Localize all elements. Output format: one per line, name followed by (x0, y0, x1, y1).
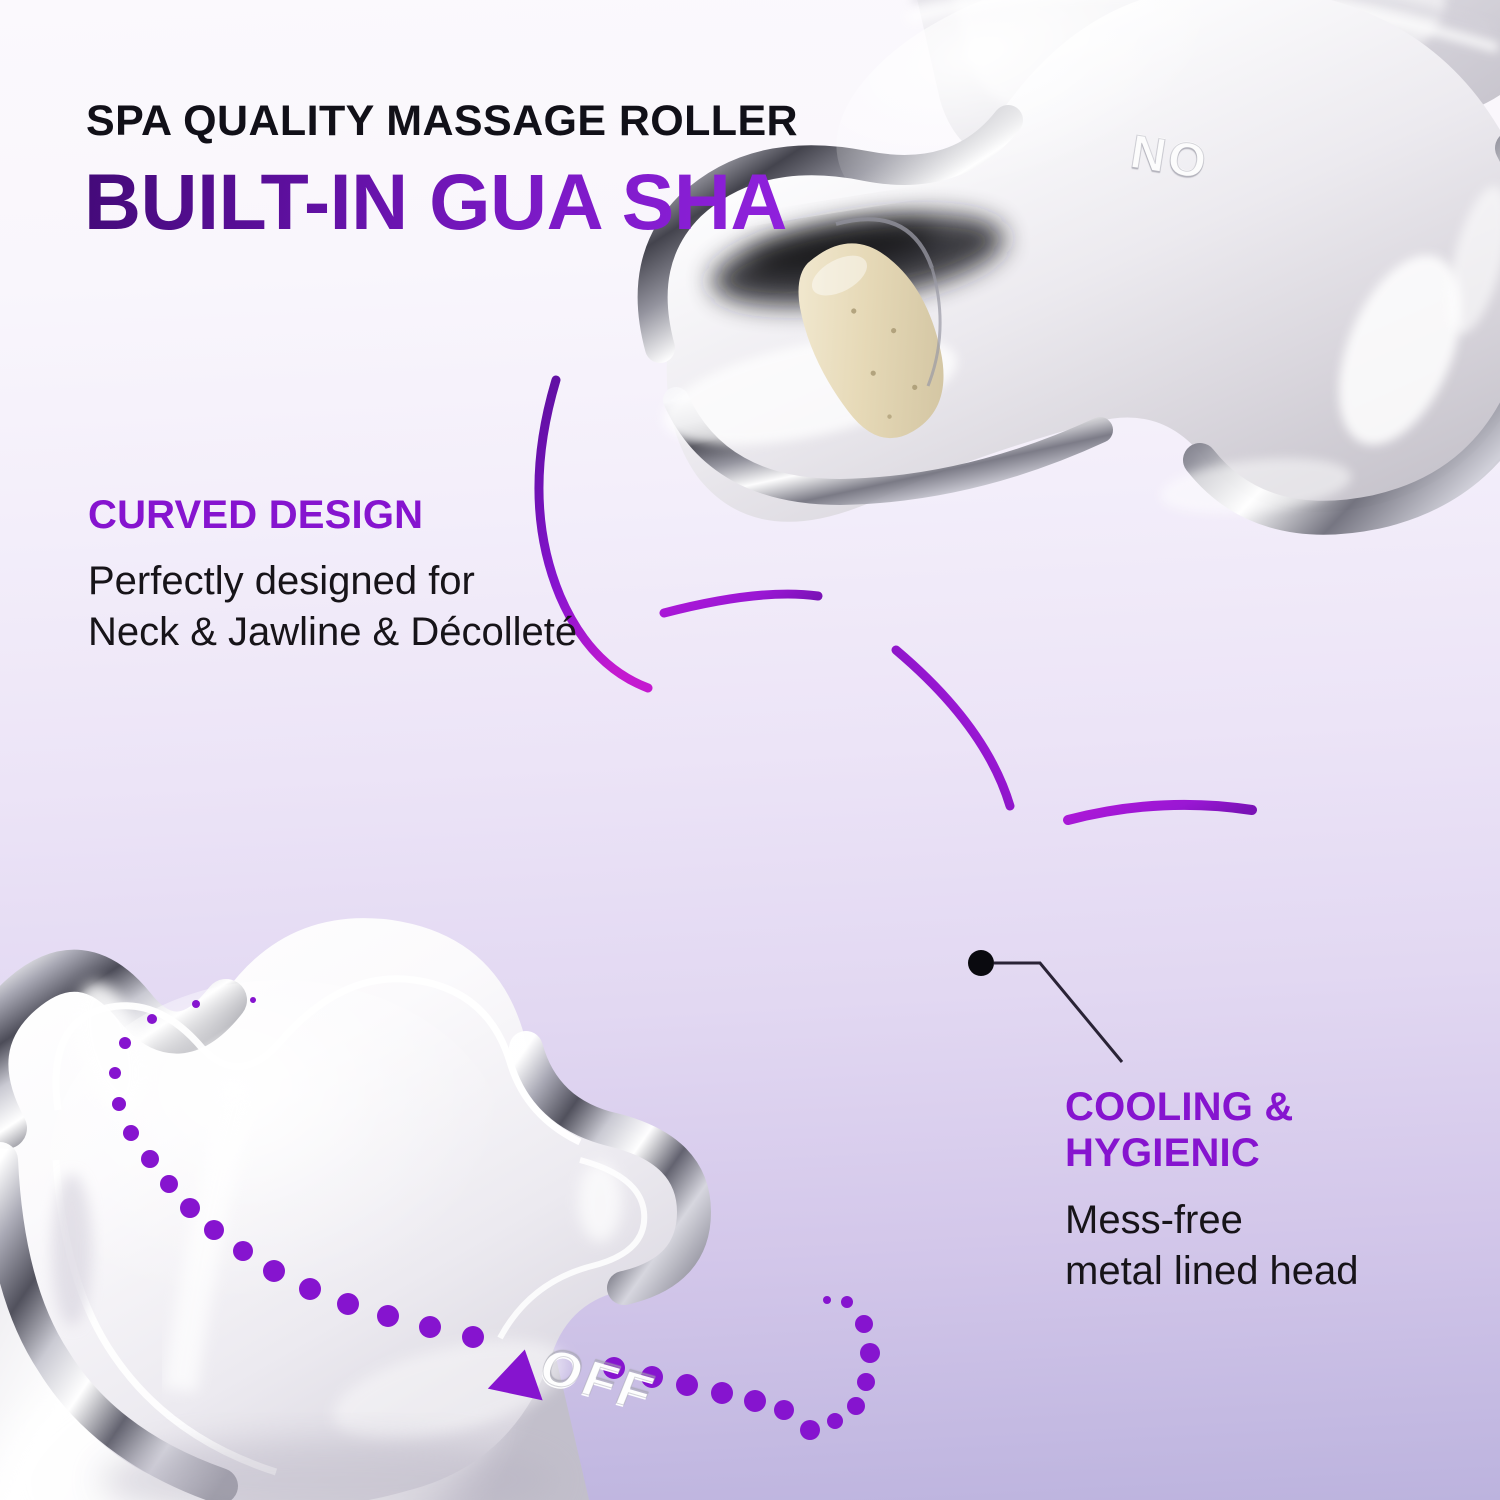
feature-cooling-hygienic: COOLING & HYGIENIC Mess-free metal lined… (1065, 1084, 1359, 1296)
bottom-device-illustration (0, 918, 712, 1500)
kicker-text: SPA QUALITY MASSAGE ROLLER (86, 97, 798, 145)
accent-arc-2 (659, 589, 823, 618)
feature-title: COOLING & HYGIENIC (1065, 1085, 1294, 1176)
callout-dot (968, 950, 994, 976)
page-title: BUILT-IN GUA SHA (84, 157, 787, 246)
feature-curved-design: CURVED DESIGN Perfectly designed for Nec… (88, 492, 577, 658)
accent-arc-4 (1063, 799, 1257, 825)
accent-arc-1 (534, 375, 653, 693)
dot-trail (109, 997, 880, 1440)
feature-title: CURVED DESIGN (88, 493, 424, 537)
callout-leader (994, 961, 1124, 1063)
top-device-illustration (637, 0, 1500, 535)
accent-arc-3 (891, 645, 1015, 811)
feature-body: Perfectly designed for Neck & Jawline & … (88, 559, 578, 655)
roller-bead (798, 243, 944, 439)
feature-body: Mess-free metal lined head (1065, 1197, 1359, 1293)
